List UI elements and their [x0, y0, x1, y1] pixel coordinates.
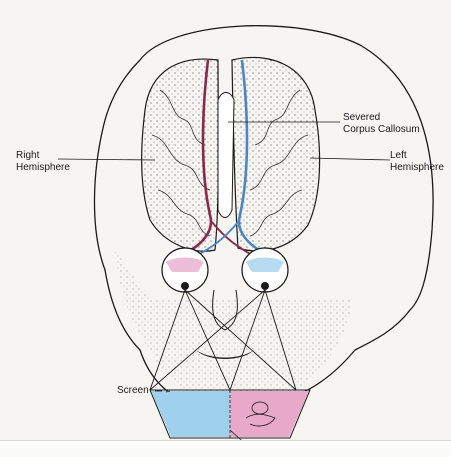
right-hemisphere-leader [58, 159, 155, 160]
left-eye [242, 248, 288, 292]
label-severed-corpus-callosum: Severed Corpus Callosum [343, 112, 420, 136]
screen-panel [150, 390, 310, 438]
face-shading [115, 250, 352, 405]
left-hemisphere-leader [310, 158, 390, 160]
label-right-hemisphere: Right Hemisphere [16, 150, 70, 174]
label-screen: Screen [117, 385, 149, 397]
label-left-hemisphere: Left Hemisphere [390, 150, 444, 174]
right-hemisphere [142, 59, 219, 251]
corpus-callosum-gap [218, 93, 234, 218]
label-fixation-point: Fixation point [254, 443, 313, 455]
right-eye [162, 248, 208, 292]
